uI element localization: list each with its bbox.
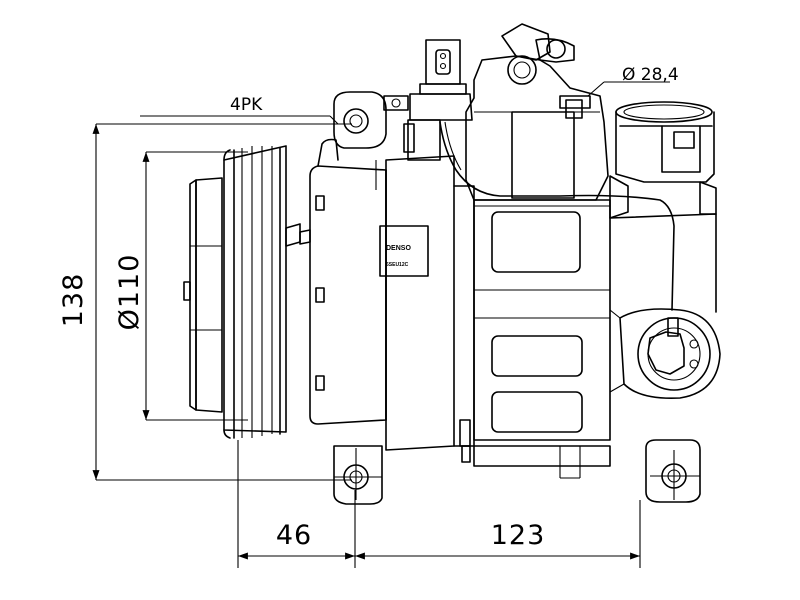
compressor-body: DENSO 6SEU12C (375, 23, 611, 479)
dimension-lines (92, 81, 670, 568)
rear-mount-ear (645, 439, 701, 503)
label-brand-denso: DENSO (386, 245, 411, 252)
clutch-pulley (183, 145, 311, 439)
discharge-port (609, 101, 717, 430)
dim-belt-profile-4pk: 4PK (230, 95, 263, 115)
solenoid-connector (383, 39, 473, 161)
dim-port-diameter: Ø 28,4 (622, 65, 679, 85)
front-housing (309, 91, 387, 505)
label-code: 6SEU12C (386, 262, 409, 268)
pressure-sensor (609, 308, 721, 400)
label-plate: DENSO 6SEU12C (379, 225, 429, 277)
dim-pulley-diameter-110: Ø110 (114, 254, 145, 331)
dim-offset-46: 46 (276, 520, 312, 551)
center-lines (334, 448, 700, 500)
sensor-wire (439, 121, 675, 311)
dim-height-138: 138 (58, 273, 89, 328)
dim-spacing-123: 123 (491, 520, 546, 551)
